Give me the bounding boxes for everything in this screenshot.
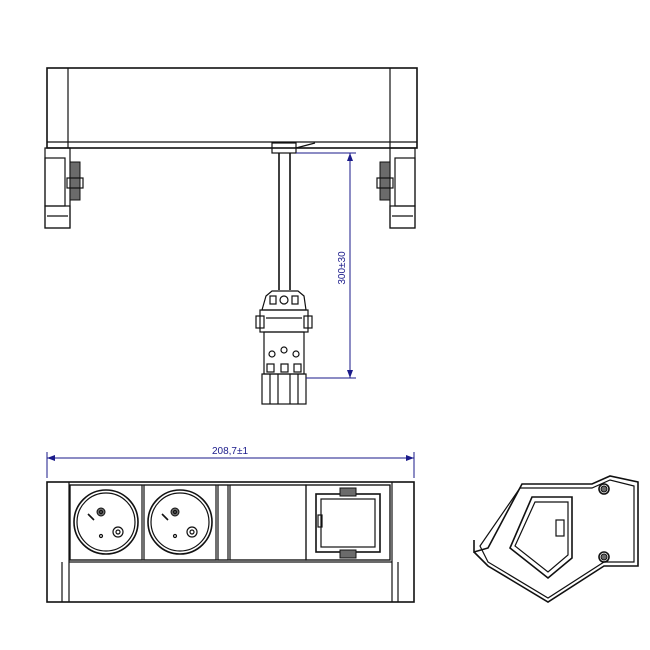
cable-length-dimension: 300±30 bbox=[296, 152, 356, 379]
usb-module-icon bbox=[305, 484, 391, 561]
left-clamp bbox=[44, 147, 84, 229]
housing-top bbox=[46, 67, 418, 149]
right-clamp bbox=[376, 147, 416, 229]
width-label: 208,7±1 bbox=[212, 446, 249, 457]
divider bbox=[217, 484, 229, 561]
front-view: 208,7±1 bbox=[46, 446, 415, 603]
side-view bbox=[473, 475, 639, 603]
width-dimension: 208,7±1 bbox=[46, 446, 415, 478]
blank-module bbox=[229, 484, 307, 561]
top-view: 300±30 bbox=[44, 67, 418, 405]
connector-plug-icon bbox=[255, 290, 313, 405]
socket-icon bbox=[143, 484, 217, 561]
housing-front bbox=[46, 481, 415, 603]
socket-icon bbox=[69, 484, 143, 561]
cable-length-label: 300±30 bbox=[337, 251, 348, 285]
